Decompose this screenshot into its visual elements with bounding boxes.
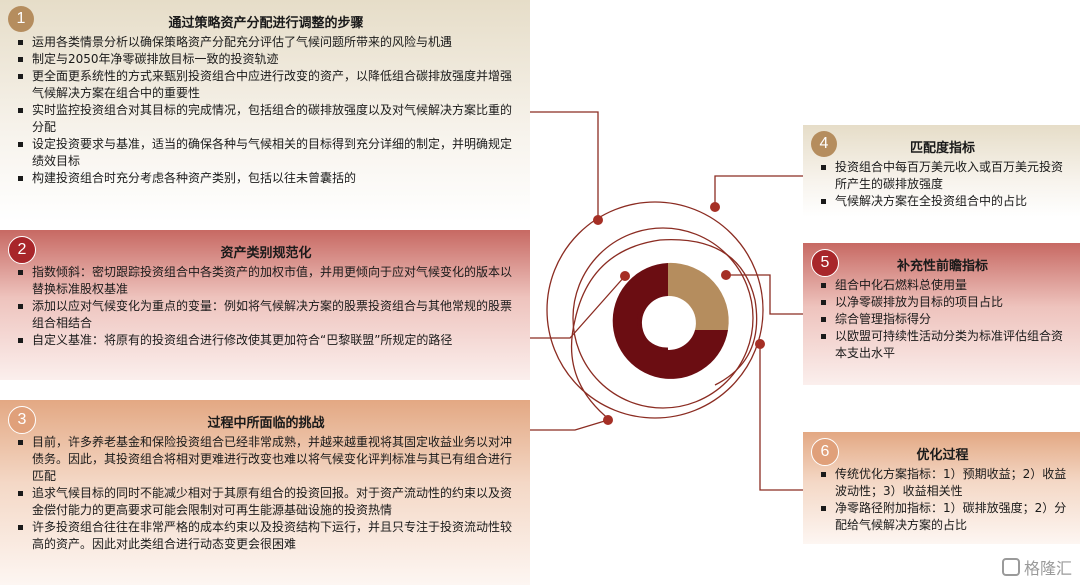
bullet-item: 目前，许多养老基金和保险投资组合已经非常成熟，并越来越重视将其固定收益业务以对冲… — [12, 434, 520, 485]
step-number-badge: 3 — [8, 406, 36, 434]
connector-3 — [530, 419, 609, 431]
node-2 — [620, 271, 630, 281]
watermark-logo-icon — [1001, 558, 1020, 576]
step-title: 过程中所面临的挑战 — [207, 416, 325, 431]
node-6 — [755, 339, 765, 349]
bullet-item: 以欧盟可持续性活动分类为标准评估组合资本支出水平 — [815, 328, 1070, 362]
bullet-item: 制定与2050年净零碳排放目标一致的投资轨迹 — [12, 51, 520, 68]
step-number-badge: 2 — [8, 236, 36, 264]
step-title: 补充性前瞻指标 — [896, 259, 988, 274]
step-box-5: 5 补充性前瞻指标 组合中化石燃料总使用量 以净零碳排放为目标的项目占比 综合管… — [803, 243, 1080, 385]
node-3 — [603, 415, 613, 425]
bullet-list: 目前，许多养老基金和保险投资组合已经非常成熟，并越来越重视将其固定收益业务以对冲… — [12, 434, 520, 553]
bullet-item: 实时监控投资组合对其目标的完成情况，包括组合的碳排放强度以及对气候解决方案比重的… — [12, 102, 520, 136]
connector-1 — [530, 111, 599, 220]
bullet-item: 传统优化方案指标：1）预期收益；2）收益波动性；3）收益相关性 — [815, 466, 1070, 500]
bullet-item: 追求气候目标的同时不能减少相对于其原有组合的投资回报。对于资产流动性的约束以及资… — [12, 485, 520, 519]
watermark-text: 格隆汇 — [1023, 559, 1072, 578]
step-box-6: 6 优化过程 传统优化方案指标：1）预期收益；2）收益波动性；3）收益相关性 净… — [803, 432, 1080, 544]
bullet-item: 设定投资要求与基准，适当的确保各种与气候相关的目标得到充分详细的制定，并明确规定… — [12, 136, 520, 170]
step-number-badge: 1 — [8, 6, 34, 32]
step-title: 优化过程 — [916, 448, 969, 463]
bullet-list: 投资组合中每百万美元收入或百万美元投资所产生的碳排放强度 气候解决方案在全投资组… — [815, 159, 1070, 210]
step-title: 通过策略资产分配进行调整的步骤 — [168, 16, 364, 31]
bullet-item: 投资组合中每百万美元收入或百万美元投资所产生的碳排放强度 — [815, 159, 1070, 193]
bullet-list: 指数倾斜：密切跟踪投资组合中各类资产的加权市值，并用更倾向于应对气候变化的版本以… — [12, 264, 520, 349]
bullet-item: 净零路径附加指标：1）碳排放强度；2）分配给气候解决方案的占比 — [815, 500, 1070, 534]
bullet-list: 运用各类情景分析以确保策略资产分配充分评估了气候问题所带来的风险与机遇 制定与2… — [12, 34, 520, 187]
node-1 — [593, 215, 603, 225]
step-box-2: 2 资产类别规范化 指数倾斜：密切跟踪投资组合中各类资产的加权市值，并用更倾向于… — [0, 230, 530, 380]
central-emblem — [612, 262, 729, 379]
bullet-item: 综合管理指标得分 — [815, 311, 1070, 328]
inner-spiral — [571, 239, 758, 421]
bullet-item: 自定义基准：将原有的投资组合进行修改使其更加符合“巴黎联盟”所规定的路径 — [12, 332, 520, 349]
step-box-3: 3 过程中所面临的挑战 目前，许多养老基金和保险投资组合已经非常成熟，并越来越重… — [0, 400, 530, 585]
connector-2 — [530, 275, 626, 339]
bullet-item: 许多投资组合往往在非常严格的成本约束以及投资结构下运行，并且只专注于投资流动性较… — [12, 519, 520, 553]
bullet-list: 传统优化方案指标：1）预期收益；2）收益波动性；3）收益相关性 净零路径附加指标… — [815, 466, 1070, 534]
step-box-4: 4 匹配度指标 投资组合中每百万美元收入或百万美元投资所产生的碳排放强度 气候解… — [803, 125, 1080, 217]
bullet-item: 组合中化石燃料总使用量 — [815, 277, 1070, 294]
connector-6 — [759, 344, 803, 491]
bullet-item: 以净零碳排放为目标的项目占比 — [815, 294, 1070, 311]
bullet-item: 运用各类情景分析以确保策略资产分配充分评估了气候问题所带来的风险与机遇 — [12, 34, 520, 51]
watermark: 格隆汇 — [1001, 555, 1072, 579]
bullet-item: 更全面更系统性的方式来甄别投资组合中应进行改变的资产，以降低组合碳排放强度并增强… — [12, 68, 520, 102]
step-number-badge: 6 — [811, 438, 839, 466]
bullet-item: 指数倾斜：密切跟踪投资组合中各类资产的加权市值，并用更倾向于应对气候变化的版本以… — [12, 264, 520, 298]
node-5 — [721, 270, 731, 280]
outer-ring — [546, 201, 764, 419]
bullet-item: 添加以应对气候变化为重点的变量：例如将气候解决方案的股票投资组合与其他常规的股票… — [12, 298, 520, 332]
bullet-item: 构建投资组合时充分考虑各种资产类别，包括以往未曾囊括的 — [12, 170, 520, 187]
step-title: 匹配度指标 — [909, 141, 975, 156]
bullet-list: 组合中化石燃料总使用量 以净零碳排放为目标的项目占比 综合管理指标得分 以欧盟可… — [815, 277, 1070, 362]
middle-ring — [572, 227, 754, 409]
step-number-badge: 4 — [811, 131, 837, 157]
step-box-1: 1 通过策略资产分配进行调整的步骤 运用各类情景分析以确保策略资产分配充分评估了… — [0, 0, 530, 222]
node-4 — [710, 202, 720, 212]
connector-5 — [726, 274, 803, 315]
step-number-badge: 5 — [811, 249, 839, 277]
bullet-item: 气候解决方案在全投资组合中的占比 — [815, 193, 1070, 210]
step-title: 资产类别规范化 — [220, 246, 312, 261]
connector-4 — [714, 175, 803, 207]
